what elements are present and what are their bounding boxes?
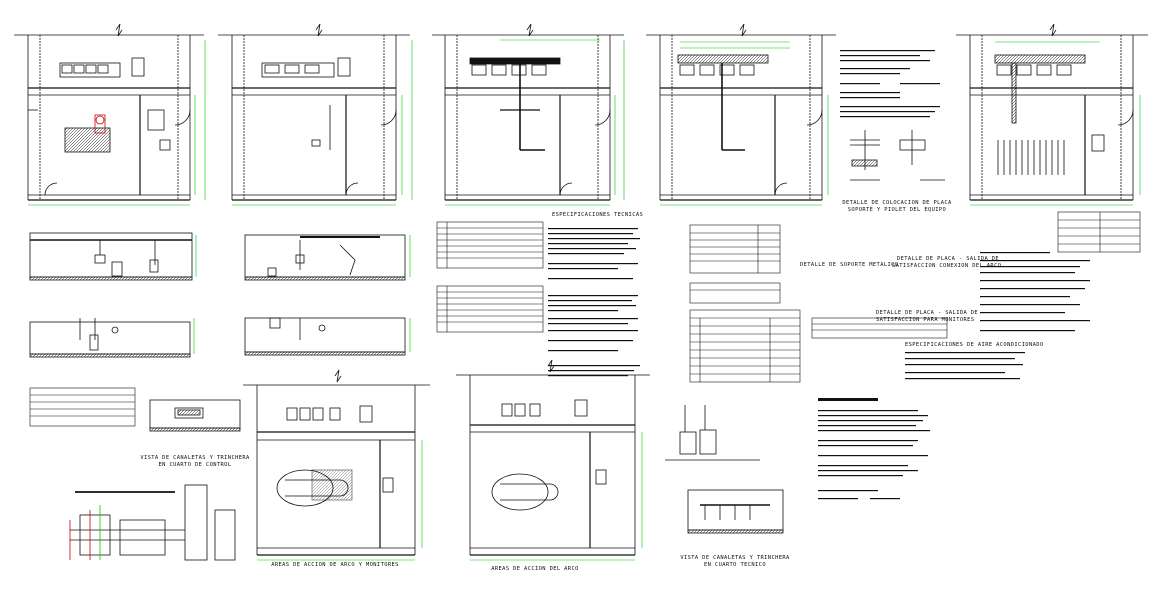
electrical-diagram bbox=[69, 484, 236, 561]
caption-placa-arco-2: SATISFACCION CONEXION DEL ARCO bbox=[892, 263, 1002, 269]
elevation-1 bbox=[29, 232, 193, 281]
arc-plan bbox=[456, 374, 650, 556]
caption-areas-arco-monitores: AREAS DE ACCION DE ARCO Y MONITORES bbox=[271, 562, 399, 568]
caption-areas-arco: AREAS DE ACCION DEL ARCO bbox=[491, 566, 579, 572]
caption-placa-mon-1: DETALLE DE PLACA - SALIDA DE bbox=[876, 310, 979, 316]
floor-plan-3 bbox=[432, 34, 624, 201]
caption-placa-arco-1: DETALLE DE PLACA - SALIDA DE bbox=[897, 256, 1000, 262]
caption-soporte-piolet: SOPORTE Y PIOLET DEL EQUIPO bbox=[847, 207, 947, 213]
caption-detalle-colocacion: DETALLE DE COLOCACION DE PLACA bbox=[842, 200, 952, 206]
placa-detail-drawing bbox=[850, 130, 945, 181]
caption-detalle-soporte-metalico: DETALLE DE SOPORTE METALICO bbox=[800, 262, 899, 268]
notes-table-bl bbox=[29, 387, 136, 427]
placa-notes-block bbox=[840, 50, 940, 118]
tech-room-elev bbox=[665, 405, 784, 534]
arc-monitor-plan bbox=[243, 384, 430, 556]
caption-canaletas-tecnico-2: EN CUARTO TECNICO bbox=[704, 562, 766, 568]
caption-canaletas-tecnico-1: VISTA DE CANALETAS Y TRINCHERA bbox=[680, 555, 790, 561]
caption-canaletas-control-1: VISTA DE CANALETAS Y TRINCHERA bbox=[140, 455, 250, 461]
floor-plan-4 bbox=[646, 34, 836, 201]
control-room-canaleta bbox=[149, 399, 241, 432]
elevation-4 bbox=[244, 317, 406, 356]
caption-canaletas-control-2: EN CUARTO DE CONTROL bbox=[158, 462, 232, 468]
specs-text-block bbox=[548, 228, 640, 377]
elevation-2 bbox=[244, 234, 406, 281]
tables-right bbox=[811, 211, 1141, 339]
caption-especificaciones-aire: ESPECIFICACIONES DE AIRE ACONDICIONADO bbox=[905, 342, 1044, 348]
caption-especificaciones-tecnicas: ESPECIFICACIONES TECNICAS bbox=[552, 212, 644, 218]
tables-mid bbox=[689, 224, 801, 383]
plan-1-dims bbox=[28, 40, 206, 206]
elevation-3 bbox=[29, 318, 191, 358]
caption-placa-mon-2: SATISFACCION PARA MONITORES bbox=[876, 317, 975, 323]
floor-plan-2 bbox=[218, 34, 410, 201]
floor-plan-1 bbox=[14, 34, 204, 201]
notes-right bbox=[818, 252, 1090, 500]
floor-plan-5 bbox=[956, 34, 1148, 201]
legend-table-2 bbox=[436, 285, 544, 333]
legend-table-1 bbox=[436, 221, 544, 269]
